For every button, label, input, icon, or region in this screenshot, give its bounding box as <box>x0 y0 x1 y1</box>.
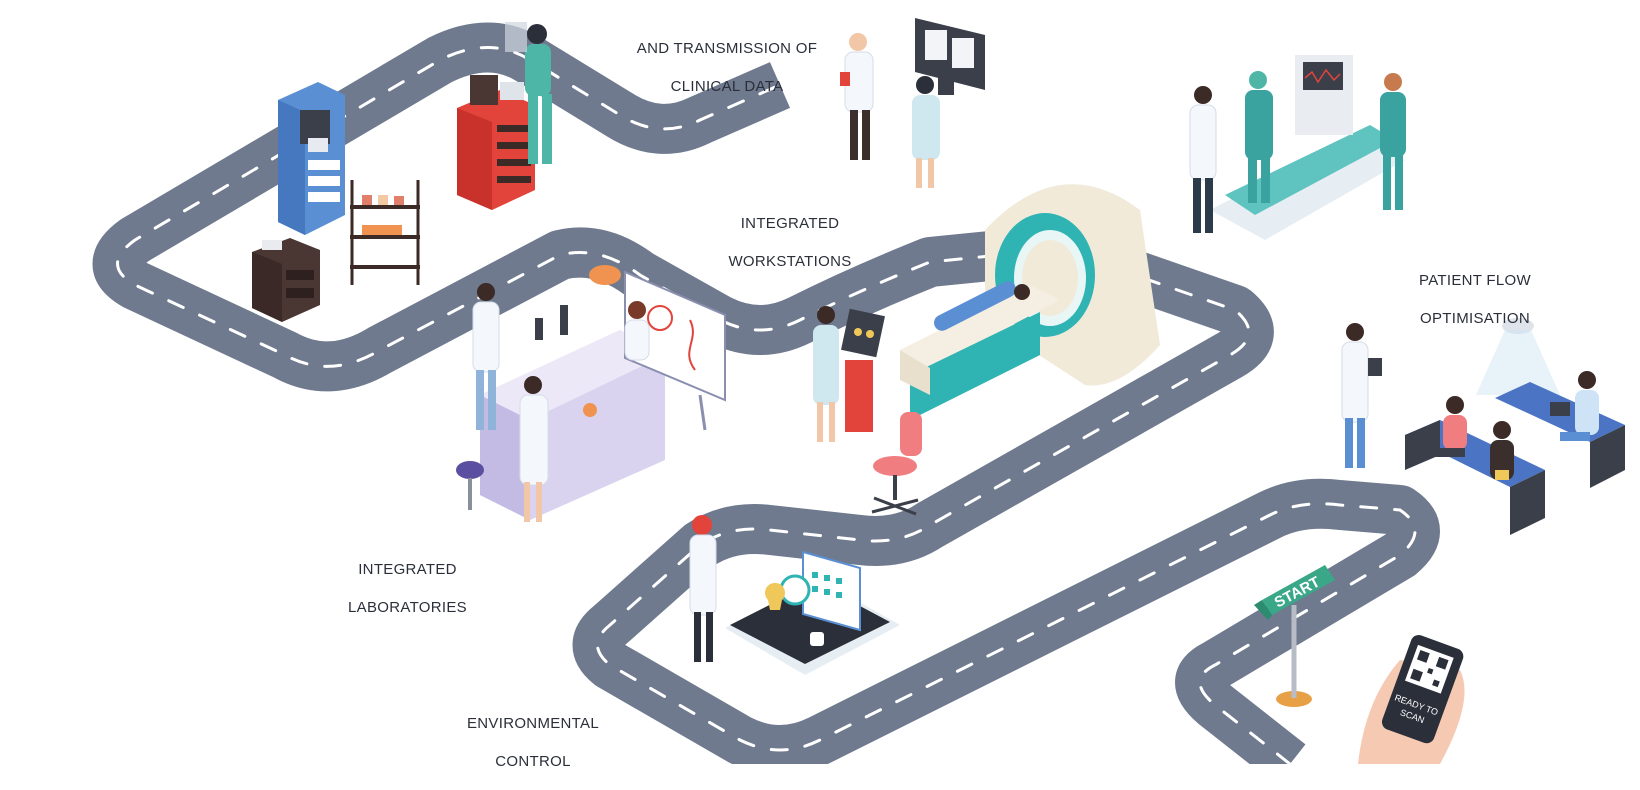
label-environmental-control: ENVIRONMENTAL CONTROL <box>458 695 608 790</box>
lab-scientist-male <box>472 283 500 430</box>
laboratory-scene <box>456 265 726 522</box>
label-integrated-workstations: INTEGRATED WORKSTATIONS <box>720 195 860 290</box>
road-center-dashes <box>116 46 1417 764</box>
label-line: CONTROL <box>495 753 571 770</box>
healthcare-road-map-illustration: START READY TO SCAN <box>92 18 1625 764</box>
nurse-right <box>1380 73 1406 210</box>
label-line: OPTIMISATION <box>1420 310 1530 327</box>
doctor-with-tablet <box>1341 323 1382 468</box>
seated-woman-pink <box>1425 396 1467 457</box>
red-drawer-cart <box>457 75 535 210</box>
nurse-in-scrubs <box>505 22 552 164</box>
label-line: INTEGRATED <box>740 215 840 232</box>
label-line: CLINICAL DATA <box>670 78 784 95</box>
label-integrated-laboratories: INTEGRATED LABORATORIES <box>340 541 475 636</box>
label-line: AND TRANSMISSION OF <box>636 40 818 57</box>
coffee-cup-icon <box>810 632 824 646</box>
lab-stool <box>456 461 484 510</box>
blue-cabinet <box>278 82 345 235</box>
planning-tablet-scene <box>689 515 900 675</box>
seated-woman-dark <box>1490 421 1514 480</box>
label-line: LABORATORIES <box>348 599 467 616</box>
male-doctor <box>840 33 874 160</box>
lab-scientist-back <box>624 301 650 361</box>
label-patient-flow-optimisation: PATIENT FLOW OPTIMISATION <box>1400 252 1550 347</box>
dark-nightstand <box>252 238 320 322</box>
label-line: ENVIRONMENTAL <box>467 715 599 732</box>
supply-cart <box>350 180 420 285</box>
ceiling-sensor-light <box>1476 318 1560 395</box>
clock-icon <box>779 574 811 606</box>
hand-holding-phone: READY TO SCAN <box>1358 635 1465 764</box>
mri-scanner-scene <box>813 184 1160 516</box>
label-transmission-clinical-data: AND TRANSMISSION OF CLINICAL DATA <box>632 20 822 115</box>
label-line: PATIENT FLOW <box>1419 272 1531 289</box>
doctor-left <box>1189 86 1217 233</box>
surgical-team-with-patient <box>1189 55 1406 240</box>
technician-at-kiosk <box>813 306 885 442</box>
lightbulb-icon <box>764 582 786 610</box>
seated-man-blue <box>1550 371 1599 441</box>
office-chair <box>871 412 922 516</box>
lab-scientist-female <box>519 376 549 522</box>
equipment-cluster <box>252 22 552 322</box>
surgeon <box>1245 71 1273 203</box>
waiting-area <box>1341 318 1625 535</box>
doctors-reviewing-xray <box>840 18 985 188</box>
mri-patient-bed <box>900 281 1060 420</box>
xray-board <box>915 18 985 90</box>
lamp-icon <box>589 265 621 285</box>
redhead-doctor <box>689 515 717 662</box>
label-line: INTEGRATED <box>358 561 457 578</box>
label-line: WORKSTATIONS <box>728 253 852 270</box>
female-doctor <box>912 75 954 188</box>
